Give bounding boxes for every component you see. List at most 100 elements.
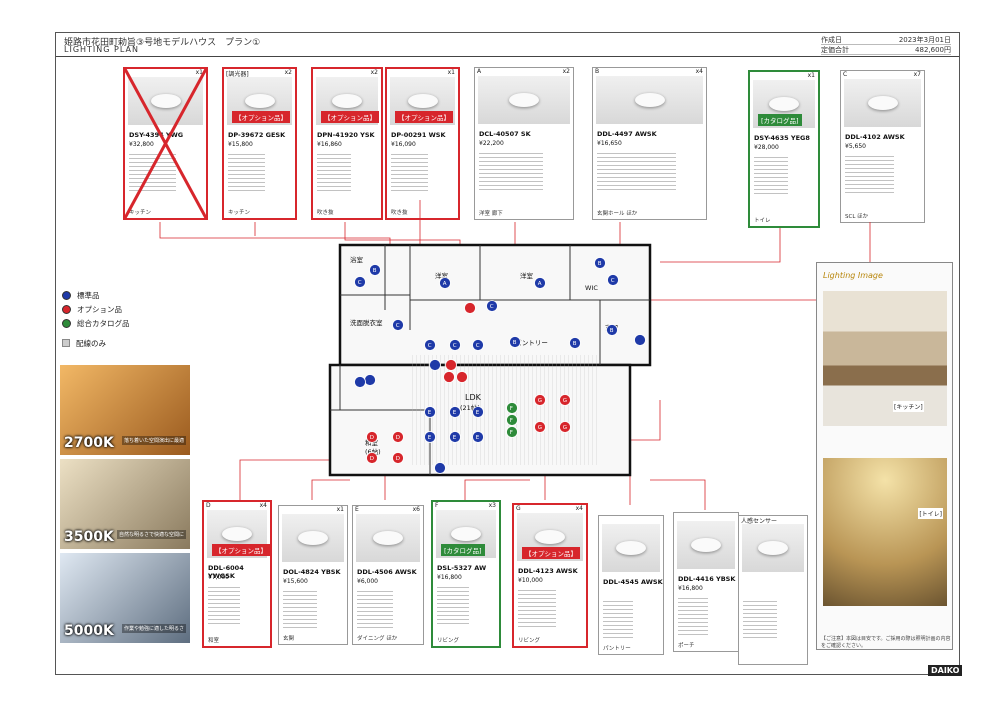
- product-code: DPN-41920 YSK: [317, 131, 375, 139]
- fixture-letter: B: [573, 341, 577, 347]
- top-product-card: x1 【オプション品】 DP-00291 WSK ¥16,090 吹き抜: [385, 67, 460, 220]
- fixture-dot-standard: [509, 336, 521, 348]
- product-code: DDL-4102 AWSK: [845, 133, 905, 141]
- spec-text: [437, 584, 469, 624]
- product-price: ¥28,000: [754, 144, 779, 151]
- fixture-letter: C: [490, 304, 494, 310]
- fixture-dot-option: [464, 302, 476, 314]
- install-room: ダイニング ほか: [357, 636, 398, 642]
- fixture-dot-catalog: [506, 402, 518, 414]
- spec-text: [208, 584, 240, 624]
- fixture-letter: C: [358, 280, 362, 286]
- fixture-dot-standard: [607, 274, 619, 286]
- spec-text: [678, 595, 708, 635]
- install-room: 玄関: [283, 636, 295, 642]
- fixture-dot-standard: [449, 431, 461, 443]
- fixture-dot-option: [366, 452, 378, 464]
- card-badge: 【オプション品】: [212, 544, 270, 556]
- bottom-product-card: E x6 DDL-4506 AWSK ¥6,000 ダイニング ほか: [352, 505, 424, 645]
- card-letter: C: [843, 71, 848, 78]
- product-price: ¥15,600: [283, 578, 308, 585]
- product-price: ¥16,090: [391, 141, 416, 148]
- title-bar: 姫路市花田町勅旨③号地モデルハウス プラン① LIGHTING PLAN 作成日…: [56, 33, 959, 57]
- product-photo: [844, 79, 921, 127]
- product-price: ¥6,000: [357, 578, 378, 585]
- fixture-letter: E: [476, 410, 480, 416]
- top-product-card: x1 [カタログ品] DSY-4635 YEG8 ¥28,000 トイレ: [748, 70, 820, 228]
- product-photo: [742, 524, 804, 572]
- fixture-letter: C: [453, 343, 457, 349]
- fixture-dot-standard: [606, 324, 618, 336]
- product-price: ¥16,800: [678, 585, 703, 592]
- fixture-dot-standard: [439, 277, 451, 289]
- card-letter: D: [206, 502, 211, 509]
- legend-standard: 標準品: [62, 288, 152, 302]
- card-letter: [調光器]: [226, 71, 249, 78]
- card-quantity: x2: [370, 69, 378, 76]
- card-letter: E: [355, 506, 359, 513]
- card-letter: 人感センサー: [741, 518, 778, 525]
- card-quantity: x1: [807, 72, 815, 79]
- card-quantity: x2: [562, 68, 570, 75]
- room-ldk-size: (21帖): [460, 403, 480, 412]
- ct-3500k: 自然な明るさで快適な空間に 3500K: [60, 459, 190, 549]
- lighting-note: 【ご注意】本図は目安です。ご採用の際は照明計画の内容をご確認ください。: [821, 636, 951, 649]
- install-room: リビング: [437, 638, 460, 644]
- fixture-dot-standard: [429, 359, 441, 371]
- fixture-dot-standard: [449, 406, 461, 418]
- fixture-letter: C: [611, 278, 615, 284]
- room-western-2: 洋室: [520, 271, 534, 280]
- fixture-letter: G: [538, 398, 542, 404]
- fixture-dot-standard: [424, 431, 436, 443]
- card-quantity: x4: [575, 505, 583, 512]
- spec-text: [518, 587, 556, 627]
- product-price: ¥16,800: [437, 574, 462, 581]
- lighting-image-title: Lighting Image: [823, 271, 883, 280]
- product-code: DDL-4123 AWSK: [518, 567, 578, 575]
- install-room: 洋室 廊下: [479, 211, 503, 217]
- install-room: リビング: [518, 638, 541, 644]
- product-code: DCL-40507 SK: [479, 130, 531, 138]
- fixture-dot-standard: [472, 406, 484, 418]
- spec-text: [597, 150, 676, 190]
- top-product-card: x2 【オプション品】 DPN-41920 YSK ¥16,860 吹き抜: [311, 67, 383, 220]
- bottom-product-card: 人感センサー: [738, 515, 808, 665]
- fixture-letter: D: [370, 435, 374, 441]
- product-price: ¥16,650: [597, 140, 622, 147]
- product-photo: [677, 521, 735, 569]
- fixture-dot-standard: [369, 264, 381, 276]
- card-quantity: x1: [336, 506, 344, 513]
- room-washitsu-size: (6帖): [365, 447, 381, 456]
- bottom-product-card: D x4 【オプション品】 DDL-6004 YWGSK ¥7,000 和室: [202, 500, 272, 648]
- product-code: DDL-4416 YBSK: [678, 575, 736, 583]
- ct-5000k: 作業や勉強に適した明るさ 5000K: [60, 553, 190, 643]
- bottom-product-card: x1 DOL-4824 YBSK ¥15,600 玄関: [278, 505, 348, 645]
- project-title: 姫路市花田町勅旨③号地モデルハウス プラン①: [64, 38, 261, 48]
- product-code: DP-00291 WSK: [391, 131, 446, 139]
- product-code: DDL-6004 YWGSK: [208, 564, 244, 580]
- spec-text: [317, 151, 351, 191]
- install-room: 吹き抜: [391, 210, 408, 216]
- product-code: DDL-4497 AWSK: [597, 130, 657, 138]
- fixture-letter: C: [428, 343, 432, 349]
- fixture-dot-option: [445, 359, 457, 371]
- card-quantity: x6: [412, 506, 420, 513]
- ldk-floor-hatch: [410, 355, 600, 465]
- top-product-card: C x7 DDL-4102 AWSK ¥5,650 SCL ほか: [840, 70, 925, 223]
- fixture-dot-catalog: [506, 426, 518, 438]
- spec-text: [479, 150, 543, 190]
- legend-option: オプション品: [62, 302, 152, 316]
- product-price: ¥5,650: [845, 143, 866, 150]
- spec-text: [754, 154, 788, 194]
- card-quantity: x3: [488, 502, 496, 509]
- fixture-letter: B: [610, 328, 614, 334]
- fixture-dot-option: [366, 431, 378, 443]
- fixture-dot-standard: [472, 431, 484, 443]
- kitchen-photo: [キッチン]: [823, 291, 947, 426]
- fixture-dot-standard: [472, 339, 484, 351]
- product-photo: [596, 76, 703, 124]
- fixture-dot-standard: [569, 337, 581, 349]
- legend-wiring: 配線のみ: [62, 336, 152, 350]
- fixture-letter: B: [598, 261, 602, 267]
